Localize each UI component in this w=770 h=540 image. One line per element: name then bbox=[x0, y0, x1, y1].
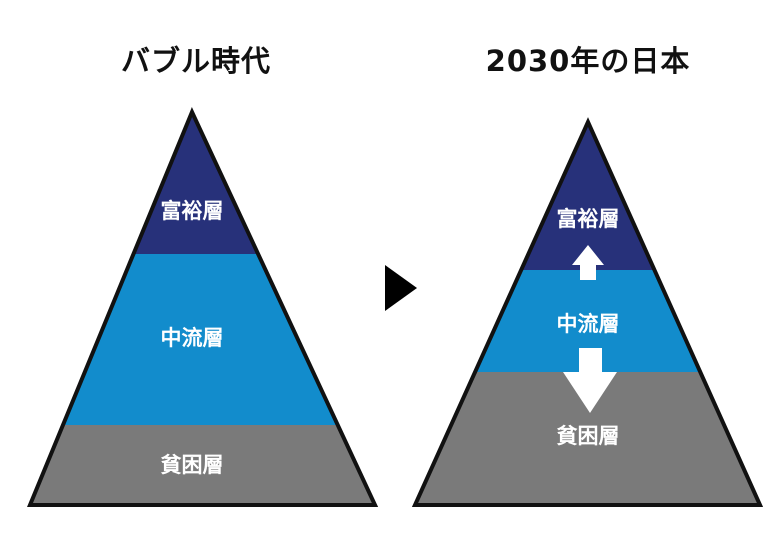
right-label-bottom: 貧困層 bbox=[557, 424, 620, 448]
left-bottom-layer bbox=[30, 425, 375, 505]
left-label-bottom: 貧困層 bbox=[161, 453, 224, 477]
left-label-middle: 中流層 bbox=[161, 326, 224, 350]
down-arrow-icon bbox=[563, 348, 617, 413]
right-pyramid bbox=[415, 122, 760, 505]
left-top-layer bbox=[30, 112, 375, 254]
left-pyramid-outline bbox=[27, 107, 379, 507]
right-triangle-arrow-icon bbox=[385, 265, 417, 311]
right-label-top: 富裕層 bbox=[557, 207, 620, 231]
right-pyramid-outline bbox=[411, 117, 764, 507]
right-label-middle: 中流層 bbox=[557, 312, 620, 336]
right-top-layer bbox=[415, 122, 760, 270]
left-title: バブル時代 bbox=[120, 44, 272, 78]
up-arrow-icon bbox=[572, 245, 604, 280]
left-label-top: 富裕層 bbox=[161, 199, 224, 223]
right-title: 2030年の日本 bbox=[485, 44, 691, 78]
